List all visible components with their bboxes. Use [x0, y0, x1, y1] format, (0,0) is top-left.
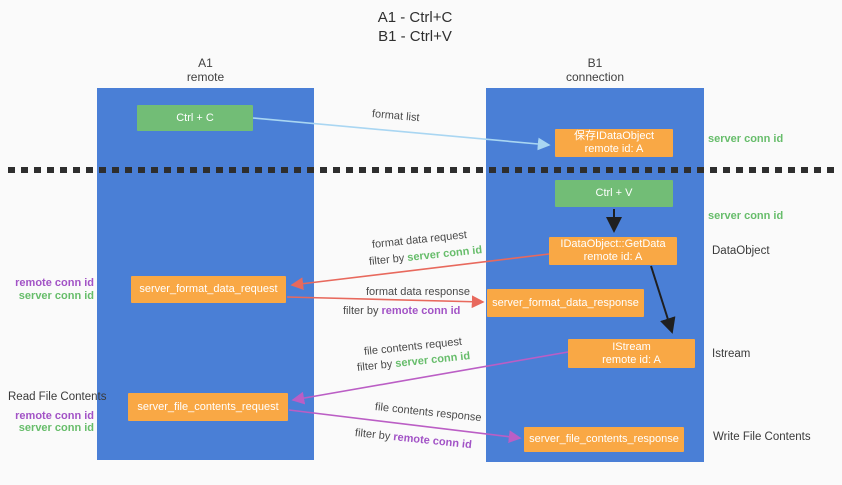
- node-istream-line1: IStream: [612, 340, 651, 353]
- node-idataobject-getdata: IDataObject::GetData remote id: A: [549, 237, 677, 265]
- diagram-title: A1 - Ctrl+C B1 - Ctrl+V: [330, 8, 500, 46]
- node-getdata-line1: IDataObject::GetData: [560, 238, 666, 250]
- column-b1-name: B1: [587, 56, 603, 70]
- node-format-response-label: server_format_data_response: [492, 296, 639, 309]
- node-file-request-label: server_file_contents_request: [137, 400, 279, 413]
- filter-by-text: filter by: [368, 252, 408, 268]
- annotation-server-conn-id-1: server conn id: [18, 290, 94, 302]
- annotation-istream: Istream: [712, 348, 751, 360]
- filter-by-text: filter by: [343, 305, 382, 317]
- filter-by-text: filter by: [356, 358, 396, 374]
- node-save-idataobject-line2: remote id: A: [584, 143, 644, 155]
- node-server-file-contents-response: server_file_contents_response: [524, 427, 684, 452]
- annotation-dataobject: DataObject: [712, 245, 770, 257]
- column-a1-subtitle: remote: [186, 70, 225, 84]
- column-a1-name: A1: [198, 56, 213, 70]
- column-header-a1: A1 remote: [97, 56, 314, 84]
- node-save-idataobject-line1: 保存IDataObject: [573, 130, 655, 142]
- annotation-read-file-contents: Read File Contents: [8, 391, 107, 403]
- node-ctrl-v: Ctrl + V: [555, 180, 673, 207]
- column-b1-subtitle: connection: [565, 70, 625, 84]
- annotation-write-file-contents: Write File Contents: [713, 431, 811, 443]
- flow-label-format-data-response: format data response: [366, 286, 470, 298]
- column-header-b1: B1 connection: [486, 56, 704, 84]
- node-istream-line2: remote id: A: [602, 353, 661, 366]
- annotation-server-conn-id-4: server conn id: [708, 210, 784, 222]
- node-save-idataobject: 保存IDataObject remote id: A: [555, 129, 673, 157]
- flow-label-file-contents-response: file contents response: [374, 401, 483, 425]
- server-conn-id-text: server conn id: [406, 244, 483, 264]
- node-server-format-data-request: server_format_data_request: [131, 276, 286, 303]
- node-ctrl-c-label: Ctrl + C: [176, 111, 214, 124]
- annotation-remote-conn-id-1: remote conn id: [15, 277, 94, 289]
- node-file-response-label: server_file_contents_response: [529, 433, 679, 445]
- flow-label-format-list: format list: [371, 108, 421, 125]
- remote-conn-id-text: remote conn id: [381, 305, 461, 317]
- node-format-request-label: server_format_data_request: [139, 283, 278, 295]
- title-line-a1: A1 - Ctrl+C: [377, 9, 453, 26]
- node-ctrl-v-label: Ctrl + V: [595, 187, 633, 199]
- flow-label-filter-remote-1: filter by remote conn id: [343, 305, 460, 317]
- phase-separator-dotted-line: [8, 167, 836, 173]
- node-server-format-data-response: server_format_data_response: [487, 289, 644, 317]
- filter-by-text: filter by: [354, 427, 394, 443]
- annotation-server-conn-id-2: server conn id: [18, 422, 94, 434]
- flow-label-filter-remote-2: filter by remote conn id: [354, 427, 472, 451]
- annotation-remote-conn-id-2: remote conn id: [15, 410, 94, 422]
- remote-conn-id-text: remote conn id: [392, 431, 473, 452]
- title-line-b1: B1 - Ctrl+V: [378, 28, 452, 45]
- node-ctrl-c: Ctrl + C: [137, 105, 253, 131]
- node-istream: IStream remote id: A: [568, 339, 695, 368]
- annotation-server-conn-id-3: server conn id: [708, 133, 784, 145]
- node-getdata-line2: remote id: A: [583, 251, 643, 263]
- node-server-file-contents-request: server_file_contents_request: [128, 393, 288, 421]
